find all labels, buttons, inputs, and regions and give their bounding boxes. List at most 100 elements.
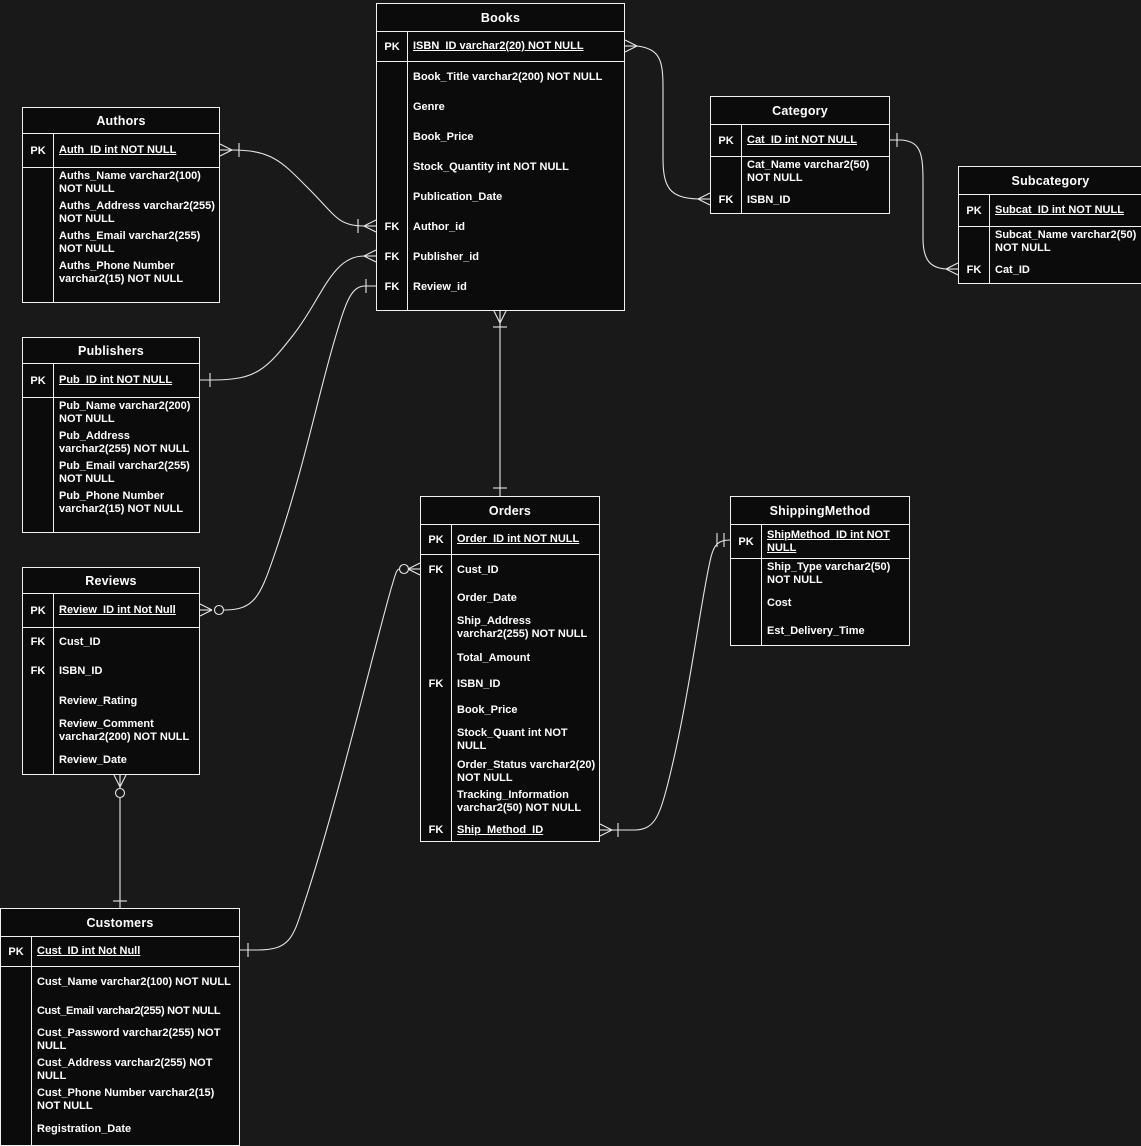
connector-books-category[interactable]	[624, 39, 711, 206]
key-badge: FK	[428, 824, 444, 836]
table-row: Publication_Date	[377, 182, 624, 212]
key-divider	[31, 937, 32, 1145]
connector-category-subcategory[interactable]	[890, 133, 959, 276]
table-row: Order_Date	[421, 585, 599, 611]
key-divider	[53, 594, 54, 774]
table-row: Registration_Date	[1, 1115, 239, 1143]
field-text: Review_Rating	[59, 694, 138, 707]
connector-books-orders[interactable]	[493, 310, 507, 496]
relationship-line	[223, 285, 376, 611]
key-badge	[1, 1055, 31, 1085]
field-text: Cust_Phone Number varchar2(15) NOT NULL	[37, 1087, 215, 1112]
field-text: ISBN_ID	[59, 664, 103, 677]
key-badge: FK	[718, 194, 734, 206]
table-row: Order_Status varchar2(20) NOT NULL	[421, 757, 599, 787]
key-badge	[377, 122, 407, 152]
field-text: Total_Amount	[457, 651, 531, 664]
table-row: Ship_Type varchar2(50) NOT NULL	[731, 559, 909, 589]
field-text: Pub_Email varchar2(255) NOT NULL	[59, 460, 190, 485]
field-text: Cat_ID int NOT NULL	[747, 134, 857, 146]
table-row: Stock_Quantity int NOT NULL	[377, 152, 624, 182]
key-badge: FK	[966, 264, 982, 276]
key-badge	[1, 1025, 31, 1055]
field-text: Cat_Name varchar2(50) NOT NULL	[747, 159, 870, 184]
connector-authors-books[interactable]	[219, 143, 377, 233]
field-text: Est_Delivery_Time	[767, 624, 865, 637]
table-row: Total_Amount	[421, 645, 599, 671]
cardinality-marker	[363, 249, 377, 257]
field-text: Subcat_Name varchar2(50) NOT NULL	[995, 229, 1137, 254]
field-text: Order_Status varchar2(20) NOT NULL	[457, 759, 596, 784]
field-text: Order_ID int NOT NULL	[457, 533, 580, 545]
field-text: Order_Date	[457, 591, 517, 604]
field-text: Auths_Address varchar2(255) NOT NULL	[59, 200, 215, 225]
table-title: Customers	[1, 909, 239, 937]
cardinality-marker	[599, 829, 613, 837]
relationship-line	[200, 255, 365, 381]
key-badge	[377, 92, 407, 122]
key-badge: FK	[384, 251, 400, 263]
table-row: Pub_Address varchar2(255) NOT NULL	[23, 428, 199, 458]
cardinality-marker	[945, 268, 959, 276]
key-badge	[23, 398, 53, 428]
connector-customers-orders[interactable]	[240, 562, 421, 957]
table-row: Subcat_Name varchar2(50) NOT NULL	[959, 227, 1141, 257]
table-row: Cust_Name varchar2(100) NOT NULL	[1, 967, 239, 997]
table-row: Book_Price	[377, 122, 624, 152]
key-divider	[53, 364, 54, 532]
field-text: Cust_ID	[59, 635, 101, 648]
key-badge	[377, 182, 407, 212]
key-badge: PK	[966, 204, 982, 217]
connector-reviews-books[interactable]	[199, 279, 376, 617]
table-row: Pub_Phone Number varchar2(15) NOT NULL	[23, 488, 199, 518]
cardinality-marker	[363, 255, 377, 263]
relationship-line	[636, 45, 699, 200]
cardinality-marker	[219, 149, 233, 157]
key-badge	[421, 645, 451, 671]
key-badge	[23, 428, 53, 458]
key-badge	[731, 589, 761, 617]
cardinality-marker	[407, 562, 421, 570]
field-text: Review_id	[413, 280, 467, 293]
field-text: Cust_Name varchar2(100) NOT NULL	[37, 975, 231, 988]
field-text: Genre	[413, 100, 445, 113]
field-text: Pub_ID int NOT NULL	[59, 374, 173, 386]
key-badge	[421, 697, 451, 723]
key-badge	[959, 227, 989, 257]
table-row: Pub_Name varchar2(200) NOT NULL	[23, 398, 199, 428]
connector-orders-shippingmethod[interactable]	[599, 533, 731, 837]
key-badge	[421, 611, 451, 645]
field-text: Tracking_Information varchar2(50) NOT NU…	[457, 789, 582, 814]
table-row: Cust_Phone Number varchar2(15) NOT NULL	[1, 1085, 239, 1115]
connector-publishers-books[interactable]	[200, 249, 377, 387]
field-text: ShipMethod_ID int NOT NULL	[767, 528, 890, 554]
connector-reviews-customers[interactable]	[113, 774, 127, 908]
table-row: Review_Rating	[23, 686, 199, 716]
table-row: Auths_Email varchar2(255) NOT NULL	[23, 228, 219, 258]
